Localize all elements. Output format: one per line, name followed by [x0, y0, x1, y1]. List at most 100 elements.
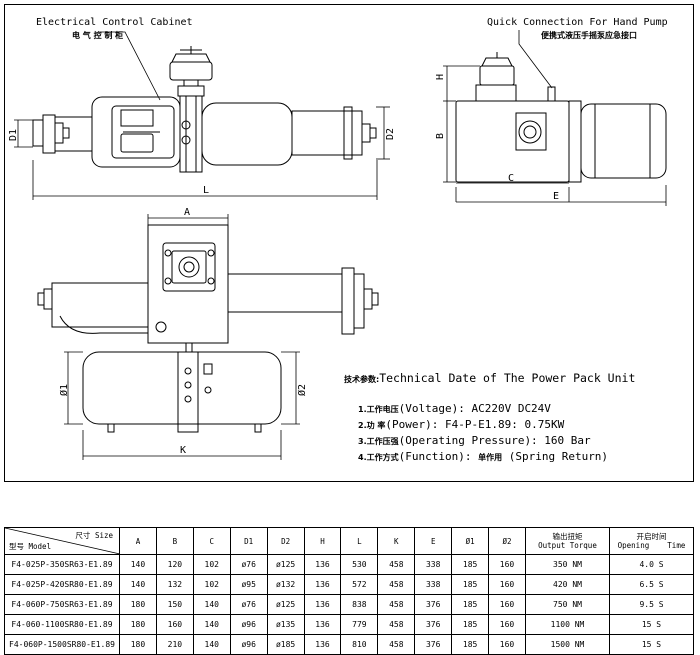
table-cell: 160	[488, 554, 526, 575]
dim-l: L	[203, 185, 209, 196]
table-cell: ø95	[229, 574, 268, 595]
table-cell: 140	[119, 574, 157, 595]
table-cell: 1100 NM	[525, 614, 610, 635]
dim-phi2: Ø2	[296, 384, 308, 396]
table-cell: 136	[303, 634, 342, 655]
table-cell: 136	[303, 554, 342, 575]
table-cell: 160	[488, 574, 526, 595]
side-view	[455, 52, 667, 183]
table-cell: 458	[377, 634, 416, 655]
table-cell: 180	[119, 634, 157, 655]
table-cell: 160	[155, 614, 194, 635]
spec-line-4-cn: 4.工作方式	[358, 453, 399, 462]
spec-line-3: 3.工作压强(Operating Pressure): 160 Bar	[358, 434, 591, 447]
table-cell: 376	[414, 614, 453, 635]
spec-line-4-text: (Function):	[398, 450, 472, 463]
dim-d2: D2	[385, 128, 396, 140]
table-cell: 458	[377, 554, 416, 575]
spec-title: 技术参数:Technical Date of The Power Pack Un…	[344, 371, 635, 385]
dim-c: C	[508, 173, 514, 184]
col-header: K	[377, 527, 416, 555]
spec-line-1: 1.工作电压(Voltage): AC220V DC24V	[358, 402, 551, 415]
table-cell: 140	[192, 634, 231, 655]
spec-title-cn: 技术参数:	[344, 375, 380, 384]
technical-drawing: Electrical Control Cabinet 电 气 控 制 柜 Qui…	[8, 17, 668, 460]
header-model-size: 尺寸 Size 型号 Model	[4, 527, 120, 555]
table-cell: 458	[377, 594, 416, 615]
table-cell: 185	[451, 554, 490, 575]
callout-pump: Quick Connection For Hand Pump	[487, 17, 668, 28]
col-header: D1	[229, 527, 268, 555]
table-cell: 750 NM	[525, 594, 610, 615]
dim-d1: D1	[8, 129, 19, 141]
table-cell: 132	[155, 574, 194, 595]
header-model: Model	[28, 542, 52, 551]
spec-line-2-cn: 2.功 率	[358, 421, 386, 430]
table-cell: ø76	[229, 554, 268, 575]
callout-pump-cn: 便携式液压手摇泵应急接口	[541, 30, 637, 40]
table-cell: 15 S	[609, 634, 694, 655]
dim-k: K	[180, 445, 186, 456]
table-cell: 185	[451, 634, 490, 655]
col-header: B	[155, 527, 194, 555]
spec-line-2: 2.功 率(Power): F4-P-E1.89: 0.75KW	[358, 418, 564, 431]
table-cell: ø132	[266, 574, 305, 595]
table-cell: 136	[303, 574, 342, 595]
table-cell: 102	[192, 574, 231, 595]
callout-cabinet-cn: 电 气 控 制 柜	[72, 30, 123, 40]
spec-line-4-cn2: 单作用	[478, 453, 503, 462]
spec-table-header: 尺寸 Size 型号 Model A B C D1 D2 H L K E Ø1 …	[4, 527, 694, 555]
table-cell: 376	[414, 594, 453, 615]
table-cell: 180	[119, 614, 157, 635]
dim-h: H	[435, 74, 446, 80]
table-cell: 136	[303, 614, 342, 635]
table-cell: 120	[155, 554, 194, 575]
table-cell: 350 NM	[525, 554, 610, 575]
spec-line-4b-text: (Spring Return)	[508, 450, 609, 463]
header-time: 开启时间 Opening Time	[609, 527, 694, 555]
header-torque-text: Output Torque	[538, 541, 597, 550]
table-cell: ø125	[266, 554, 305, 575]
table-cell: 210	[155, 634, 194, 655]
table-cell: ø185	[266, 634, 305, 655]
header-size: Size	[94, 531, 113, 540]
header-torque-cn: 输出扭矩	[552, 532, 583, 541]
table-cell: ø96	[229, 614, 268, 635]
spec-line-2-text: (Power): F4-P-E1.89: 0.75KW	[385, 418, 565, 431]
table-cell: 102	[192, 554, 231, 575]
table-cell: 338	[414, 554, 453, 575]
table-cell: 376	[414, 634, 453, 655]
front-view	[32, 46, 377, 173]
table-cell: 180	[119, 594, 157, 615]
table-cell: 150	[155, 594, 194, 615]
table-cell: 572	[340, 574, 379, 595]
table-cell: ø76	[229, 594, 268, 615]
callout-cabinet: Electrical Control Cabinet	[36, 17, 193, 28]
col-header: L	[340, 527, 379, 555]
table-cell: F4-060P-1500SR80-E1.89	[4, 634, 120, 655]
table-cell: 160	[488, 594, 526, 615]
table-cell: 140	[119, 554, 157, 575]
top-view	[37, 224, 379, 352]
table-cell: 136	[303, 594, 342, 615]
table-cell: 9.5 S	[609, 594, 694, 615]
dim-phi1: Ø1	[58, 384, 70, 396]
table-cell: F4-025P-350SR63-E1.89	[4, 554, 120, 575]
header-time-cn: 开启时间	[636, 532, 667, 541]
table-cell: 458	[377, 614, 416, 635]
table-cell: 185	[451, 614, 490, 635]
table-cell: 140	[192, 614, 231, 635]
table-cell: F4-060-1100SR80-E1.89	[4, 614, 120, 635]
spec-line-1-cn: 1.工作电压	[358, 405, 399, 414]
drawing-frame	[4, 4, 694, 482]
col-header: C	[192, 527, 231, 555]
col-header: H	[303, 527, 342, 555]
table-cell: F4-025P-420SR80-E1.89	[4, 574, 120, 595]
table-cell: ø96	[229, 634, 268, 655]
table-cell: 779	[340, 614, 379, 635]
table-cell: 4.0 S	[609, 554, 694, 575]
